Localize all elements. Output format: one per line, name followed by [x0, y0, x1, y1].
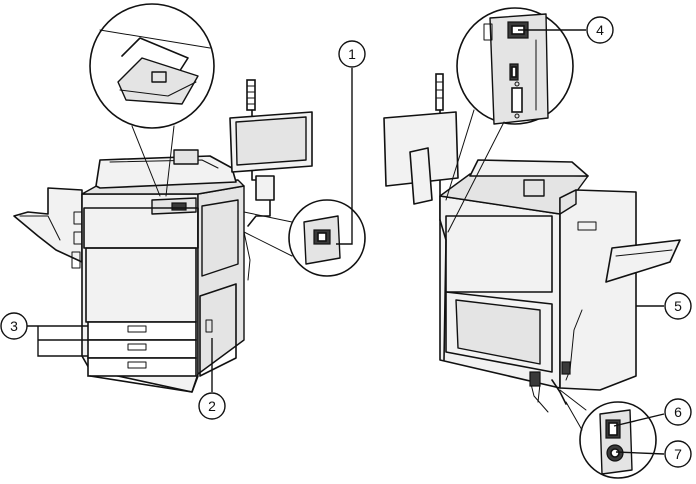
callout-1-circle	[338, 40, 366, 68]
side-access-panel	[201, 199, 239, 277]
signal-lamp-front	[246, 79, 256, 111]
callout-7-label: 7	[674, 446, 682, 462]
callout-6-label: 6	[674, 404, 682, 420]
callout-2-circle	[198, 392, 226, 420]
side-lower-door	[199, 283, 237, 377]
callout-7-circle	[664, 440, 692, 468]
callouts: 1 2 3 4 5 6 7	[0, 16, 692, 468]
front-view-machine	[13, 3, 366, 393]
callout-3-label: 3	[10, 318, 18, 334]
callout-4-label: 4	[596, 22, 604, 38]
callout-5-circle	[664, 292, 692, 320]
finisher-output-tray	[605, 239, 681, 283]
left-output-tray	[13, 187, 83, 263]
paper-tray-3	[87, 357, 197, 377]
paper-tray-2	[87, 339, 197, 359]
signal-lamp-rear	[435, 73, 444, 111]
paper-tray-1	[87, 321, 197, 341]
callout-4-circle	[586, 16, 614, 44]
rear-view-machine	[383, 7, 681, 479]
callout-3-circle	[0, 312, 28, 340]
main-power-switch-front	[171, 202, 187, 211]
callout-1-label: 1	[348, 46, 356, 62]
callout-5-label: 5	[674, 298, 682, 314]
callout-6-circle	[664, 398, 692, 426]
callout-2-label: 2	[208, 398, 216, 414]
